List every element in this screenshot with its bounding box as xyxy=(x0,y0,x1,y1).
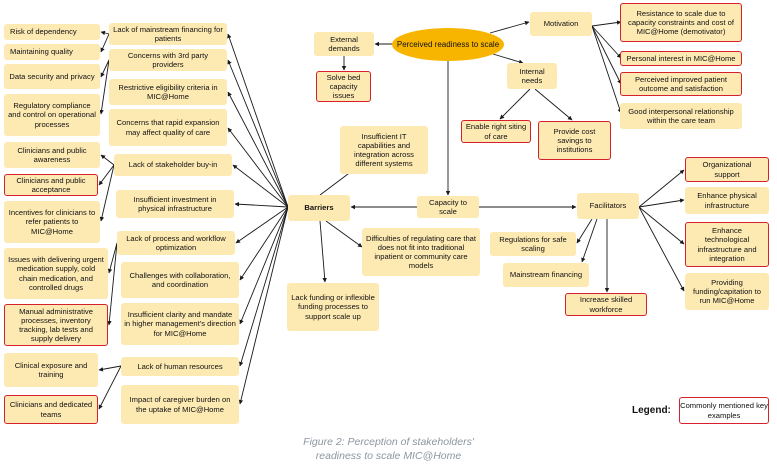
connector-20 xyxy=(232,164,289,208)
connector-17 xyxy=(227,59,289,208)
connector-3 xyxy=(492,53,524,64)
node-facilitators: Facilitators xyxy=(577,193,639,219)
node-personal-interest: Personal interest in MIC@Home xyxy=(620,51,742,66)
node-clinical-exposure: Clinical exposure and training xyxy=(4,353,98,387)
node-clinicians-awareness: Clinicians and public awareness xyxy=(4,142,100,168)
node-clinicians-acceptance: Clinicians and public acceptance xyxy=(4,174,98,196)
figure-caption-line1: Figure 2: Perception of stakeholders' xyxy=(303,436,474,448)
connector-4 xyxy=(499,88,531,120)
node-lack-process: Lack of process and workflow optimizatio… xyxy=(117,231,235,255)
connector-7 xyxy=(591,20,622,27)
connector-38 xyxy=(576,218,593,244)
node-issues-delivering: Issues with delivering urgent medication… xyxy=(4,248,108,299)
connector-10 xyxy=(591,25,622,114)
node-regulations-safe: Regulations for safe scaling xyxy=(490,232,576,256)
connector-26 xyxy=(238,206,289,405)
node-difficulties-regulating: Difficulties of regulating care that doe… xyxy=(362,228,480,276)
connector-8 xyxy=(591,25,622,59)
connector-31 xyxy=(100,154,115,166)
connector-9 xyxy=(591,25,622,85)
connector-42 xyxy=(638,198,685,208)
connector-22 xyxy=(235,206,289,244)
connector-33 xyxy=(99,164,115,222)
node-enable-right-siting: Enable right siting of care xyxy=(461,120,531,143)
connector-35 xyxy=(107,242,118,326)
node-increase-workforce: Increase skilled workforce xyxy=(565,293,647,316)
connector-16 xyxy=(227,33,289,208)
connector-14 xyxy=(325,220,363,248)
connector-30 xyxy=(99,59,110,115)
connector-5 xyxy=(534,88,573,121)
node-improved-outcome: Perceived improved patient outcome and s… xyxy=(620,72,742,96)
node-lack-mainstream: Lack of mainstream financing for patient… xyxy=(109,23,227,45)
connector-18 xyxy=(227,91,289,208)
node-barriers: Barriers xyxy=(288,195,350,221)
connector-34 xyxy=(107,242,118,274)
node-cost-savings: Provide cost savings to institutions xyxy=(538,121,611,160)
node-incentives: Incentives for clinicians to refer patie… xyxy=(4,201,100,243)
legend-key-box: Commonly mentioned key examples xyxy=(679,397,769,424)
figure-caption-line2: readiness to scale MIC@Home xyxy=(315,450,462,462)
node-external-demands: External demands xyxy=(314,32,374,56)
connector-32 xyxy=(98,164,115,186)
connector-19 xyxy=(227,127,289,208)
node-insufficient-it: Insufficient IT capabilities and integra… xyxy=(340,126,428,174)
connector-39 xyxy=(581,218,598,263)
connector-27 xyxy=(100,30,110,36)
node-manual-admin: Manual administrative processes, invento… xyxy=(4,304,108,346)
connector-37 xyxy=(98,365,122,410)
node-organizational-support: Organizational support xyxy=(685,157,769,182)
node-perceived-readiness: Perceived readiness to scale xyxy=(392,28,504,61)
node-concerns-rapid: Concerns that rapid expansion may affect… xyxy=(109,109,227,146)
connector-43 xyxy=(638,206,685,245)
connector-29 xyxy=(100,59,110,78)
node-maintaining-quality: Maintaining quality xyxy=(4,44,100,60)
connector-41 xyxy=(638,169,685,208)
node-clinicians-teams: Clinicians and dedicated teams xyxy=(4,395,98,424)
node-lack-funding: Lack funding or inflexible funding proce… xyxy=(287,283,379,331)
connector-15 xyxy=(319,220,327,283)
legend-label: Legend: xyxy=(632,405,671,416)
node-motivation: Motivation xyxy=(530,12,592,36)
node-providing-funding: Providing funding/capitation to run MIC@… xyxy=(685,273,769,310)
node-concerns-3rd: Concerns with 3rd party providers xyxy=(109,49,227,71)
connector-23 xyxy=(239,206,289,281)
node-challenges-collab: Challenges with collaboration, and coord… xyxy=(121,262,239,298)
connector-21 xyxy=(234,201,289,208)
connector-2 xyxy=(489,20,530,34)
node-capacity-to-scale: Capacity to scale xyxy=(417,196,479,218)
connector-24 xyxy=(239,206,289,325)
connector-44 xyxy=(638,206,685,292)
node-insufficient-investment: Insufficient investment in physical infr… xyxy=(116,190,234,218)
node-lack-hr: Lack of human resources xyxy=(121,357,239,376)
node-impact-caregiver: Impact of caregiver burden on the uptake… xyxy=(121,385,239,424)
node-insufficient-clarity: Insufficient clarity and mandate in high… xyxy=(121,303,239,345)
node-interpersonal: Good interpersonal relationship within t… xyxy=(620,103,742,129)
node-enhance-tech: Enhance technological infrastructure and… xyxy=(685,222,769,267)
node-regulatory-compliance: Regulatory compliance and control on ope… xyxy=(4,94,100,136)
connector-28 xyxy=(100,33,110,53)
node-internal-needs: Internal needs xyxy=(507,63,557,89)
node-restrictive: Restrictive eligibility criteria in MIC@… xyxy=(109,79,227,105)
node-risk-dependency: Risk of dependency xyxy=(4,24,100,40)
node-enhance-physical: Enhance physical infrastructure xyxy=(685,187,769,214)
node-data-security: Data security and privacy xyxy=(4,64,100,89)
node-mainstream-financing: Mainstream financing xyxy=(503,263,589,287)
connector-25 xyxy=(239,206,289,367)
node-lack-buyin: Lack of stakeholder buy-in xyxy=(114,154,232,176)
node-resistance-scale: Resistance to scale due to capacity cons… xyxy=(620,3,742,42)
node-solve-bed-capacity: Solve bed capacity issues xyxy=(316,71,371,102)
connector-36 xyxy=(98,365,122,372)
